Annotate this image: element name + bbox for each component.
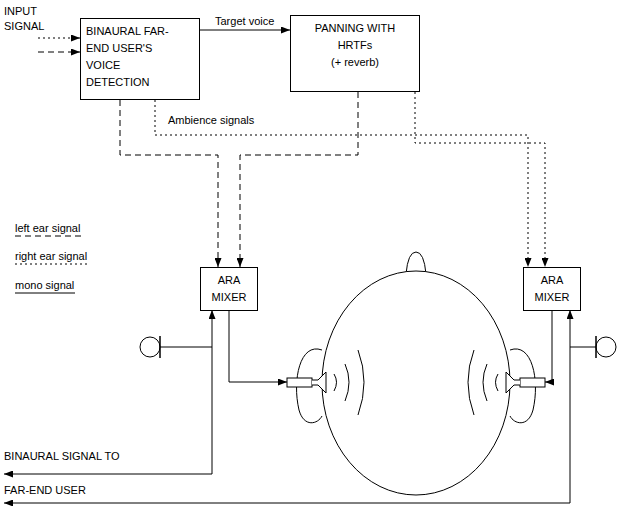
input-label: INPUT SIGNAL [4, 4, 74, 34]
legend-text: right ear signal [15, 250, 87, 262]
label-text: INPUT SIGNAL [4, 5, 44, 32]
right-mic-wire [570, 347, 596, 348]
node-text: PANNING WITH HRTFs [314, 20, 396, 54]
signal-connector [155, 100, 528, 267]
legend-sample [15, 234, 81, 238]
left-far-end-output [4, 474, 212, 475]
node-text: ARA MIXER [206, 272, 252, 306]
right-microphone [596, 337, 616, 357]
node-text: ARA MIXER [529, 272, 575, 306]
legend-sample [15, 262, 88, 266]
right-far-end-output [4, 503, 570, 504]
mixer-box: ARA MIXER [200, 267, 258, 311]
signal-connector [415, 92, 545, 267]
right-earphone [520, 378, 545, 387]
head [322, 271, 510, 495]
legend-item: left ear signal [15, 222, 81, 238]
input-left-arrow [38, 52, 80, 53]
left-output-wire [229, 310, 287, 382]
left-microphone [140, 337, 160, 357]
mixer-box: ARA MIXER [523, 267, 581, 311]
detection-box: BINAURAL FAR-END USER'S VOICE DETECTION [80, 18, 200, 100]
signal-connector [240, 92, 358, 267]
right-speaker [506, 372, 520, 393]
node-text: BINAURAL FAR-END USER'S VOICE DETECTION [86, 23, 176, 91]
output-label: BINAURAL SIGNAL TO FAR-END USER [4, 439, 139, 506]
legend-line [15, 236, 81, 237]
legend-line [15, 293, 75, 294]
legend-item: mono signal [15, 279, 75, 295]
panning-box: PANNING WITH HRTFs(+ reverb) [290, 15, 420, 92]
legend-text: mono signal [15, 279, 74, 291]
legend-line [15, 264, 88, 265]
right-mic-to-mixer [570, 310, 571, 503]
right-output-wire [545, 310, 552, 382]
left-mic-to-mixer [212, 310, 213, 474]
sound-waves [334, 350, 498, 415]
ambience-label: Ambience signals [168, 113, 308, 127]
node-text: (+ reverb) [331, 54, 379, 71]
legend-text: left ear signal [15, 222, 80, 234]
legend-sample [15, 291, 75, 295]
edge-label: Target voice [213, 15, 276, 27]
label-text: BINAURAL SIGNAL TO FAR-END USER [4, 450, 120, 496]
label-text: Ambience signals [168, 114, 254, 126]
legend-item: right ear signal [15, 250, 88, 266]
signal-connector [200, 30, 290, 31]
left-earphone [287, 378, 312, 387]
left-speaker [312, 372, 326, 393]
input-right-arrow [38, 38, 80, 39]
left-mic-wire [160, 347, 212, 348]
